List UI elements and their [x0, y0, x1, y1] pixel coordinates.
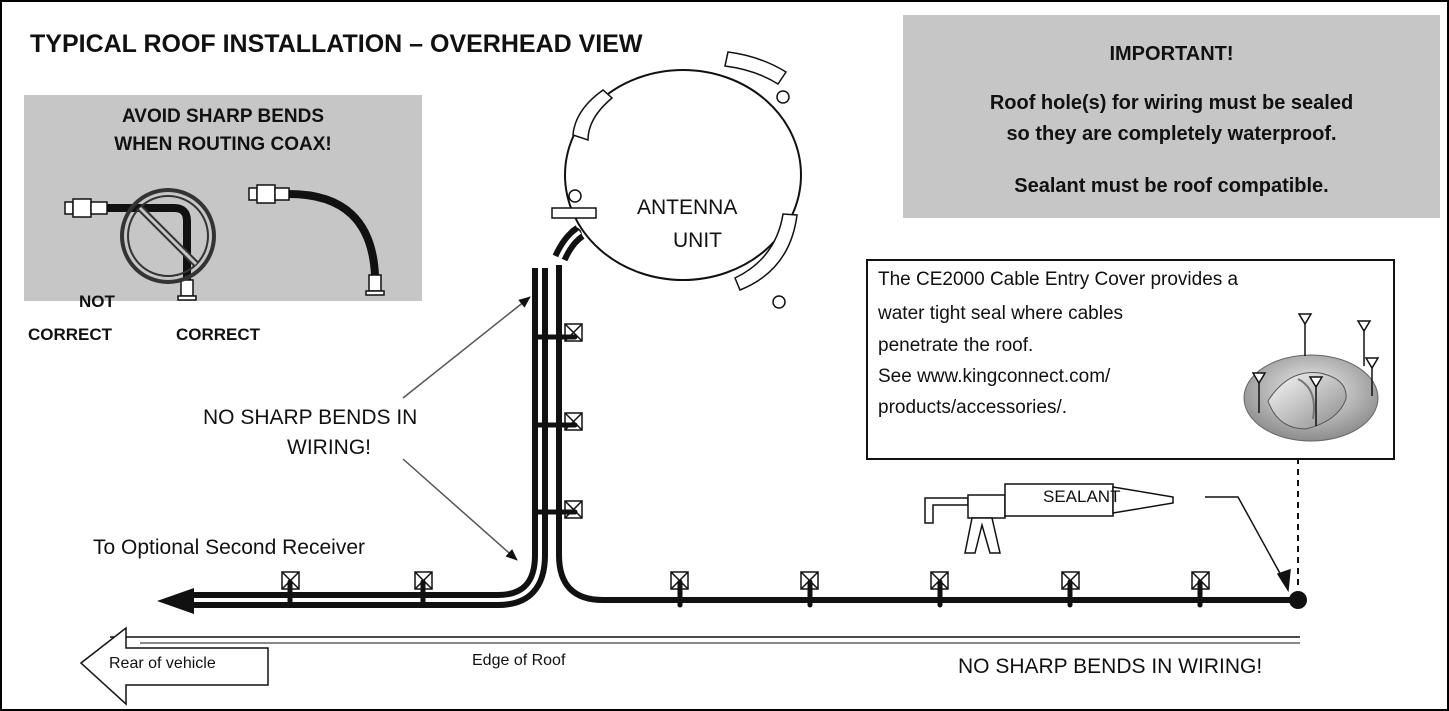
clamp-straps [287, 334, 1203, 608]
roof-entry-point [1289, 591, 1307, 609]
important-heading: IMPORTANT! [1109, 43, 1234, 65]
antenna-label-line-2: UNIT [673, 229, 722, 252]
edge-of-roof-label: Edge of Roof [472, 652, 566, 669]
cable-entry-line-2: water tight seal where cables [878, 303, 1124, 324]
not-correct-label-line-1: NOT [79, 292, 115, 311]
callout-arrows [402, 296, 531, 561]
optional-receiver-label: To Optional Second Receiver [93, 536, 365, 559]
no-sharp-bends-line-2: WIRING! [287, 436, 371, 459]
no-sharp-bends-bottom: NO SHARP BENDS IN WIRING! [958, 655, 1263, 678]
antenna-unit-icon [551, 51, 802, 309]
cable-entry-cover-illustration [1243, 313, 1380, 442]
avoid-heading-line-1: AVOID SHARP BENDS [122, 106, 324, 127]
important-line-1: Roof hole(s) for wiring must be sealed [989, 92, 1354, 114]
cable-entry-cover-box: The CE2000 Cable Entry Cover provides a … [866, 259, 1395, 460]
no-sharp-bends-line-1: NO SHARP BENDS IN [203, 406, 418, 429]
roof-edge [110, 636, 1300, 644]
sealant-gun-icon [924, 483, 1291, 593]
cable-direction-arrow [157, 588, 194, 614]
cable-entry-line-5: products/accessories/. [878, 397, 1068, 418]
sharp-bend-cable-icon [64, 198, 197, 301]
sealant-label: SEALANT [1043, 487, 1121, 506]
avoid-heading-line-2: WHEN ROUTING COAX! [114, 134, 332, 155]
cable-entry-line-4: See www.kingconnect.com/ [878, 366, 1111, 387]
prohibited-icon [120, 188, 216, 284]
rear-of-vehicle-arrow [79, 626, 269, 706]
important-line-3: Sealant must be roof compatible. [1014, 175, 1329, 197]
cable-entry-line-1: The CE2000 Cable Entry Cover provides a [878, 269, 1239, 290]
diagram-title: TYPICAL ROOF INSTALLATION – OVERHEAD VIE… [30, 30, 643, 58]
screw-markers [1251, 313, 1380, 426]
important-line-2: so they are completely waterproof. [1006, 123, 1337, 145]
cable-entry-line-3: penetrate the roof. [878, 335, 1034, 356]
antenna-label-line-1: ANTENNA [637, 196, 738, 219]
rear-of-vehicle-label: Rear of vehicle [109, 655, 216, 672]
avoid-sharp-bends-box: AVOID SHARP BENDS WHEN ROUTING COAX! NOT… [24, 95, 422, 344]
important-notice-box: IMPORTANT! Roof hole(s) for wiring must … [903, 15, 1440, 218]
correct-label: CORRECT [176, 325, 261, 344]
gentle-bend-cable-icon [248, 184, 385, 296]
not-correct-label-line-2: CORRECT [28, 325, 113, 344]
cable-clamps [281, 323, 1210, 590]
coax-cable-run [157, 225, 1307, 614]
coax-bend-illustration [64, 184, 385, 301]
